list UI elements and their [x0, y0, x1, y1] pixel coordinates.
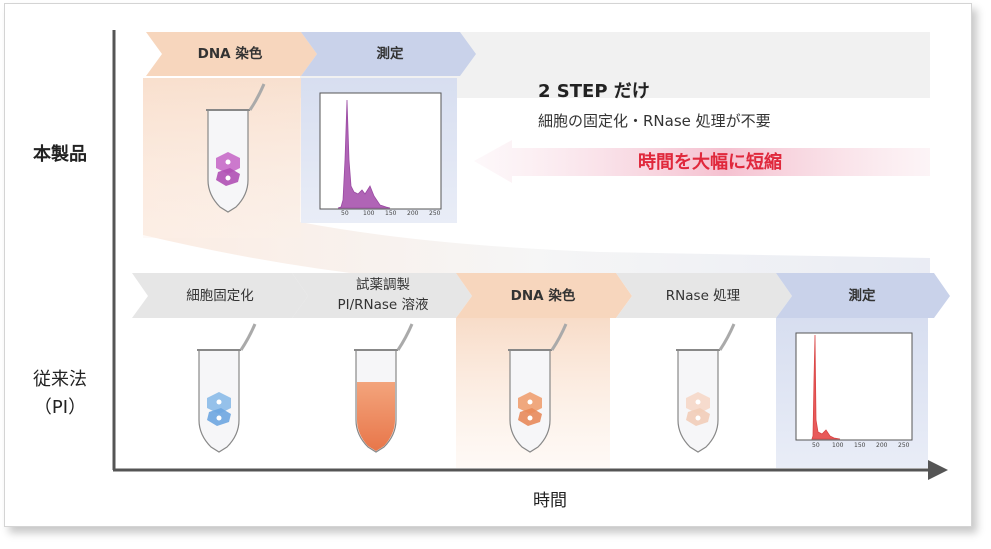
x-axis-title: 時間 — [533, 491, 567, 511]
timeline-sweep-band — [143, 78, 930, 282]
conventional-tick-250: 250 — [898, 442, 910, 449]
shorten-time-arrow — [474, 140, 930, 183]
product-tick-250: 250 — [429, 210, 441, 217]
product-step-dna-stain-label: DNA 染色 — [197, 46, 263, 62]
step-dna-stain-label: DNA 染色 — [510, 287, 576, 304]
product-tick-100: 100 — [363, 210, 375, 217]
note-emphasis: 時間を大幅に短縮 — [638, 152, 782, 173]
step-fixation-label: 細胞固定化 — [186, 287, 254, 304]
row-label-conventional-line2: （PI） — [33, 397, 87, 418]
product-step-dna-stain-arrow — [146, 32, 317, 76]
product-tick-150: 150 — [385, 210, 397, 217]
tube-fixation — [197, 323, 257, 453]
step-measure-label: 測定 — [848, 287, 876, 304]
x-axis-arrowhead — [928, 460, 948, 480]
tube-dna-stain — [508, 323, 568, 453]
conventional-tick-150: 150 — [854, 442, 866, 449]
conventional-tick-50: 50 — [812, 442, 820, 449]
note-headline: 2 STEP だけ — [538, 81, 650, 102]
product-step-measure-label: 測定 — [376, 46, 404, 62]
step-measure-arrow — [776, 273, 950, 318]
row-label-conventional-line1: 従来法 — [33, 369, 87, 390]
conventional-histogram-peak — [811, 334, 841, 440]
conventional-histogram — [795, 332, 913, 441]
conventional-tick-200: 200 — [876, 442, 888, 449]
conventional-tick-100: 100 — [832, 442, 844, 449]
step-reagent-arrow — [292, 273, 472, 318]
step-reagent-label-line2: PI/RNase 溶液 — [337, 297, 429, 313]
product-histogram-peak — [337, 99, 391, 209]
step-dna-stain-arrow — [456, 273, 632, 318]
step-rnase-label: RNase 処理 — [665, 287, 741, 304]
step-rnase-arrow — [616, 273, 792, 318]
step-fixation-arrow — [132, 273, 308, 318]
product-tube — [206, 83, 266, 213]
tube-rnase — [676, 323, 736, 453]
note-subline: 細胞の固定化・RNase 処理が不要 — [538, 112, 771, 130]
product-tick-200: 200 — [407, 210, 419, 217]
product-step-measure-arrow — [301, 32, 476, 76]
tube-reagent — [354, 323, 414, 453]
row-label-product: 本製品 — [33, 144, 87, 165]
product-histogram — [319, 92, 442, 210]
product-tick-50: 50 — [341, 210, 349, 217]
step-reagent-label-line1: 試薬調製 — [356, 277, 410, 293]
